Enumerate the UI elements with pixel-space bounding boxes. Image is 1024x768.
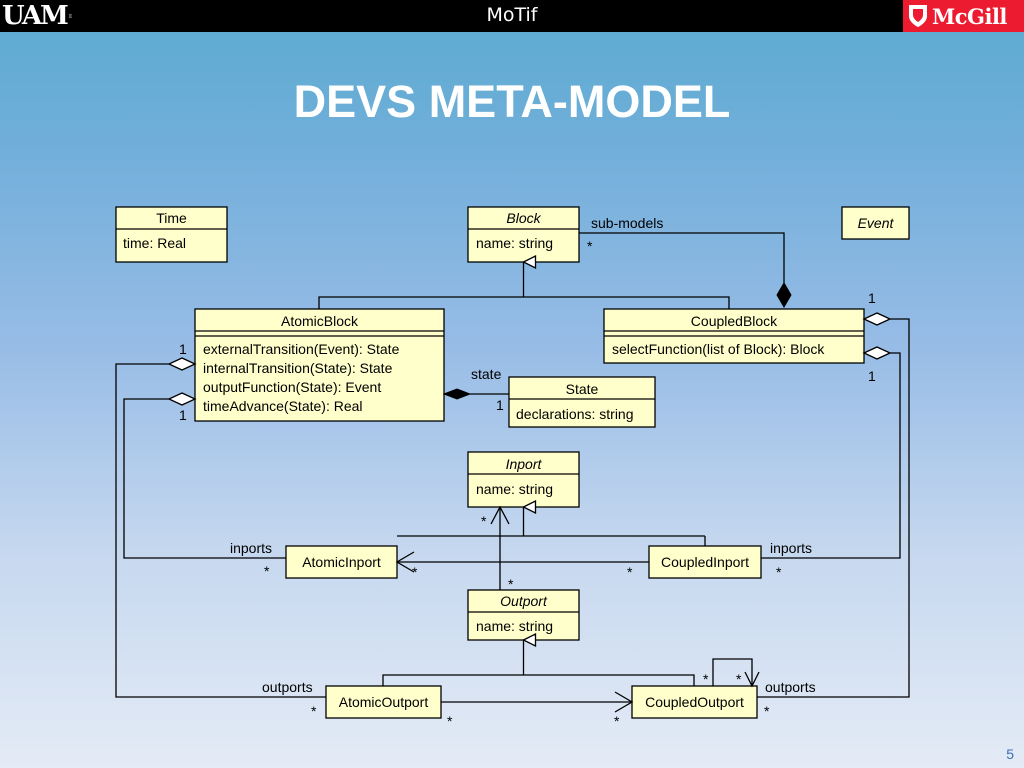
multiplicity: 1 bbox=[868, 368, 876, 384]
class-name: CoupledOutport bbox=[645, 694, 744, 710]
class-method: internalTransition(State): State bbox=[203, 360, 393, 376]
class-name: AtomicOutport bbox=[339, 694, 429, 710]
aggregation-coupled-ports: 1 1 inports * outports * bbox=[757, 290, 910, 719]
class-method: outputFunction(State): Event bbox=[203, 379, 381, 395]
multiplicity: 1 bbox=[868, 290, 876, 306]
class-method: selectFunction(list of Block): Block bbox=[612, 341, 825, 357]
multiplicity: * bbox=[764, 703, 770, 719]
multiplicity: 1 bbox=[179, 341, 187, 357]
class-method: timeAdvance(State): Real bbox=[203, 398, 363, 414]
class-coupled-block: CoupledBlock selectFunction(list of Bloc… bbox=[603, 308, 865, 364]
class-name: Outport bbox=[500, 593, 548, 609]
class-inport: Inport name: string bbox=[467, 451, 580, 508]
uam-logo-text: UAM bbox=[2, 1, 69, 31]
class-name: CoupledInport bbox=[661, 554, 749, 570]
presentation-title: MoTif bbox=[486, 4, 538, 26]
class-atomic-outport: AtomicOutport bbox=[325, 685, 442, 719]
class-name: CoupledBlock bbox=[691, 313, 778, 329]
class-attribute: name: string bbox=[476, 618, 553, 634]
composition-state: state 1 bbox=[442, 366, 509, 413]
multiplicity: * bbox=[508, 576, 514, 592]
class-coupled-outport: CoupledOutport bbox=[631, 685, 758, 719]
multiplicity: * bbox=[481, 513, 487, 529]
role-label: outports bbox=[765, 679, 816, 695]
uam-crest-icon bbox=[68, 13, 72, 19]
multiplicity: * bbox=[447, 713, 453, 729]
class-time: Time time: Real bbox=[115, 206, 228, 263]
class-name: AtomicBlock bbox=[281, 313, 359, 329]
class-coupled-inport: CoupledInport bbox=[648, 545, 762, 579]
association-atomic-to-coupled-outport: * * bbox=[441, 691, 634, 729]
class-name: Time bbox=[156, 210, 187, 226]
composition-sub-models: sub-models * bbox=[579, 215, 792, 308]
mcgill-shield-icon bbox=[909, 5, 927, 27]
multiplicity: * bbox=[703, 671, 709, 687]
multiplicity: * bbox=[587, 238, 593, 254]
aggregation-atomic-outports: 1 inports * bbox=[123, 392, 286, 579]
role-label: inports bbox=[230, 540, 272, 556]
class-name: Block bbox=[506, 210, 541, 226]
top-bar: UAM MoTif McGill bbox=[0, 0, 1024, 32]
multiplicity: * bbox=[311, 703, 317, 719]
mcgill-logo: McGill bbox=[903, 0, 1024, 32]
role-label: outports bbox=[262, 679, 313, 695]
class-block: Block name: string bbox=[467, 206, 580, 263]
association-outport-to-inport: * * bbox=[481, 505, 514, 592]
class-attribute: name: string bbox=[476, 235, 553, 251]
class-attribute: name: string bbox=[476, 481, 553, 497]
multiplicity: * bbox=[614, 713, 620, 729]
class-attribute: declarations: string bbox=[516, 406, 634, 422]
page-number: 5 bbox=[1006, 746, 1014, 762]
uam-logo: UAM bbox=[2, 1, 72, 31]
association-coupled-to-atomic-inport: * * bbox=[395, 551, 649, 580]
role-label: sub-models bbox=[591, 215, 663, 231]
aggregation-atomic-inports: 1 outports * bbox=[115, 341, 326, 719]
class-name: State bbox=[566, 381, 599, 397]
class-state: State declarations: string bbox=[508, 376, 656, 428]
multiplicity: * bbox=[736, 671, 742, 687]
mcgill-logo-text: McGill bbox=[932, 3, 1007, 29]
generalization-inport bbox=[397, 507, 706, 546]
multiplicity: * bbox=[264, 563, 270, 579]
multiplicity: 1 bbox=[496, 397, 504, 413]
generalization-block bbox=[318, 262, 730, 309]
association-coupled-outport-self: * * bbox=[703, 658, 760, 688]
class-name: Event bbox=[858, 215, 895, 231]
class-name: Inport bbox=[506, 456, 543, 472]
role-label: inports bbox=[770, 540, 812, 556]
generalization-outport bbox=[382, 640, 695, 686]
multiplicity: * bbox=[627, 564, 633, 580]
class-atomic-inport: AtomicInport bbox=[285, 545, 398, 579]
class-name: AtomicInport bbox=[302, 554, 381, 570]
class-outport: Outport name: string bbox=[467, 589, 580, 641]
multiplicity: 1 bbox=[179, 407, 187, 423]
multiplicity: * bbox=[412, 564, 418, 580]
class-atomic-block: AtomicBlock externalTransition(Event): S… bbox=[194, 308, 445, 422]
class-method: externalTransition(Event): State bbox=[203, 341, 400, 357]
class-event: Event bbox=[841, 206, 910, 240]
role-label: state bbox=[471, 366, 502, 382]
multiplicity: * bbox=[776, 564, 782, 580]
class-attribute: time: Real bbox=[123, 235, 186, 251]
slide-title: DEVS META-MODEL bbox=[293, 76, 731, 127]
